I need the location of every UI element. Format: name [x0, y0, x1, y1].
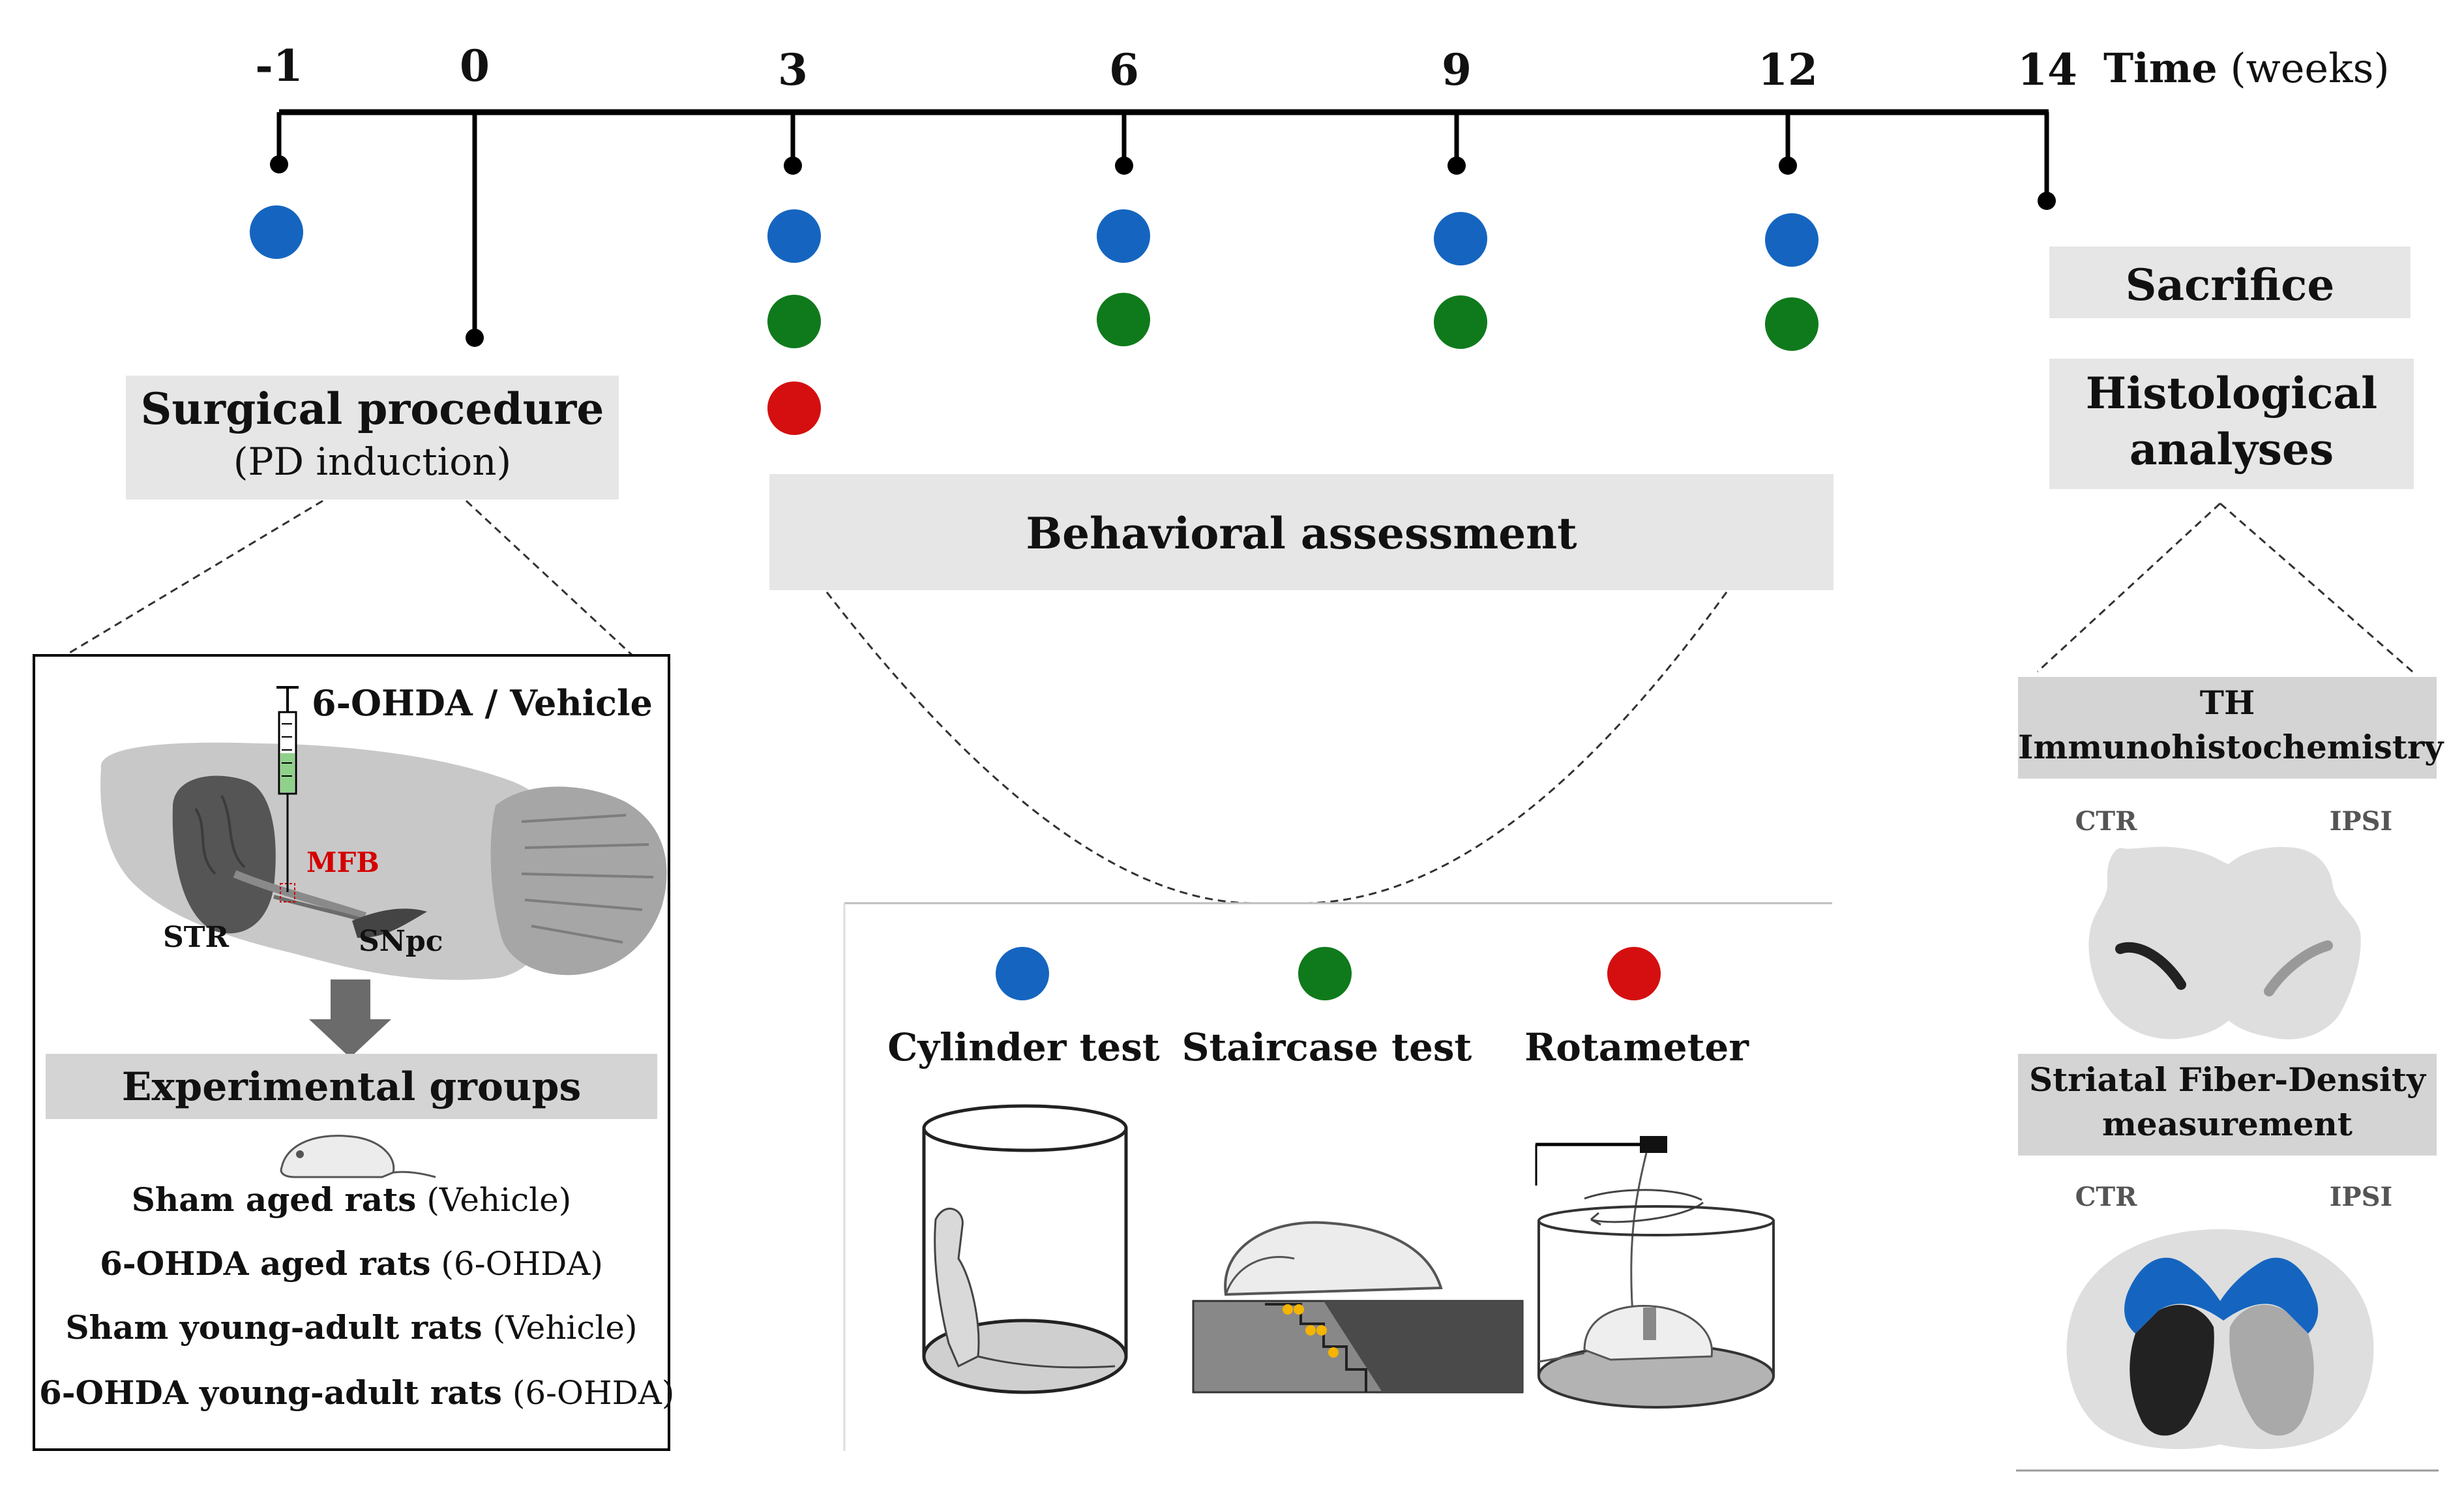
rat-icon [280, 1135, 436, 1178]
injection-label: 6-OHDA / Vehicle [312, 682, 653, 724]
fiber-ctr-label: CTR [2075, 1182, 2137, 1212]
sagittal-brain-illustration [100, 742, 667, 980]
staircase-apparatus-illustration [1192, 1221, 1524, 1394]
str-label: STR [163, 921, 230, 954]
assessment-dots [250, 205, 1818, 435]
group-sham-aged-name: Sham aged rats [131, 1180, 417, 1219]
sacrifice-box: Sacrifice [2049, 247, 2411, 318]
behavioral-assessment-box: Behavioral assessment [769, 474, 1833, 590]
staircase-dot-wk9 [1434, 295, 1487, 349]
tick-label-9: 9 [1442, 44, 1472, 95]
snpc-label: SNpc [359, 925, 443, 958]
sacrifice-label: Sacrifice [2125, 260, 2335, 310]
tick-label-14: 14 [2017, 44, 2077, 95]
histological-analyses-line1: Histological [2085, 368, 2378, 419]
timeline-end-dots [270, 155, 2056, 347]
rotameter-legend-dot [1607, 947, 1661, 1000]
syringe-illustration [276, 686, 299, 892]
histological-analyses-box: Histological analyses [2049, 359, 2414, 489]
staircase-dot-wk6 [1097, 293, 1150, 346]
cylinder-dot-wk9 [1434, 212, 1487, 265]
striatal-coronal-section [2066, 1229, 2374, 1450]
group-sham-aged: Sham aged rats (Vehicle) [39, 1180, 664, 1219]
cylinder-test-label: Cylinder test [887, 1025, 1160, 1069]
group-ohda-young: 6-OHDA young-adult rats (6-OHDA) [39, 1373, 674, 1412]
time-axis-title-bold: Time [2103, 44, 2218, 92]
staircase-dot-wk12 [1765, 297, 1818, 351]
down-arrow-icon [309, 979, 391, 1058]
behavioral-assessment-title: Behavioral assessment [1026, 508, 1577, 559]
time-axis-title-unit: (weeks) [2230, 44, 2390, 92]
histological-analyses-line2: analyses [2129, 424, 2334, 475]
experimental-groups-box: Experimental groups [46, 1054, 657, 1119]
cylinder-dot-wk-1 [250, 205, 303, 259]
mfb-label: MFB [306, 846, 379, 878]
th-immunohistochemistry-box: TH Immunohistochemistry [2018, 677, 2444, 779]
tick-label-12: 12 [1758, 44, 1818, 95]
th-label-line1: TH [2199, 683, 2255, 722]
fiber-density-line2: measurement [2102, 1105, 2353, 1143]
fiber-density-box: Striatal Fiber-Density measurement [2018, 1054, 2437, 1156]
tick-label-minus1: -1 [255, 40, 303, 91]
dashed-connectors [65, 500, 2413, 904]
cylinder-dot-wk6 [1097, 209, 1150, 263]
fiber-density-line1: Striatal Fiber-Density [2028, 1060, 2426, 1099]
timeline-drops [276, 112, 2049, 336]
tick-label-0: 0 [460, 40, 490, 91]
cylinder-legend-dot [996, 947, 1049, 1000]
th-ipsi-label: IPSI [2329, 806, 2393, 837]
group-sham-young: Sham young-adult rats (Vehicle) [39, 1308, 664, 1347]
th-label-line2: Immunohistochemistry [2018, 728, 2444, 766]
tick-label-6: 6 [1109, 44, 1139, 95]
staircase-legend-dot [1298, 947, 1352, 1000]
tick-label-3: 3 [778, 44, 808, 95]
cylinder-dot-wk12 [1765, 213, 1818, 267]
rotameter-dot-wk3 [767, 381, 821, 435]
rotameter-label: Rotameter [1524, 1025, 1749, 1069]
time-axis-title: Time (weeks) [2103, 44, 2403, 92]
group-ohda-young-treatment: (6-OHDA) [501, 1374, 675, 1412]
th-brain-section [2088, 846, 2361, 1039]
surgical-procedure-title: Surgical procedure [140, 383, 604, 434]
staircase-test-label: Staircase test [1181, 1025, 1472, 1069]
group-sham-aged-treatment: (Vehicle) [416, 1181, 572, 1219]
group-sham-young-name: Sham young-adult rats [65, 1308, 482, 1347]
surgical-procedure-box: Surgical procedure (PD induction) [126, 376, 619, 500]
cylinder-dot-wk3 [767, 209, 821, 263]
experimental-groups-title: Experimental groups [121, 1064, 582, 1110]
group-ohda-young-name: 6-OHDA young-adult rats [39, 1373, 502, 1412]
group-ohda-aged-name: 6-OHDA aged rats [100, 1244, 431, 1283]
group-ohda-aged-treatment: (6-OHDA) [430, 1245, 603, 1283]
group-ohda-aged: 6-OHDA aged rats (6-OHDA) [39, 1244, 664, 1283]
surgical-procedure-subtitle: (PD induction) [233, 440, 512, 484]
fiber-ipsi-label: IPSI [2329, 1182, 2393, 1212]
staircase-dot-wk3 [767, 295, 821, 348]
group-sham-young-treatment: (Vehicle) [482, 1309, 638, 1347]
th-ctr-label: CTR [2075, 806, 2137, 837]
rotameter-apparatus-illustration [1535, 1136, 1775, 1409]
cylinder-apparatus-illustration [922, 1104, 1128, 1394]
